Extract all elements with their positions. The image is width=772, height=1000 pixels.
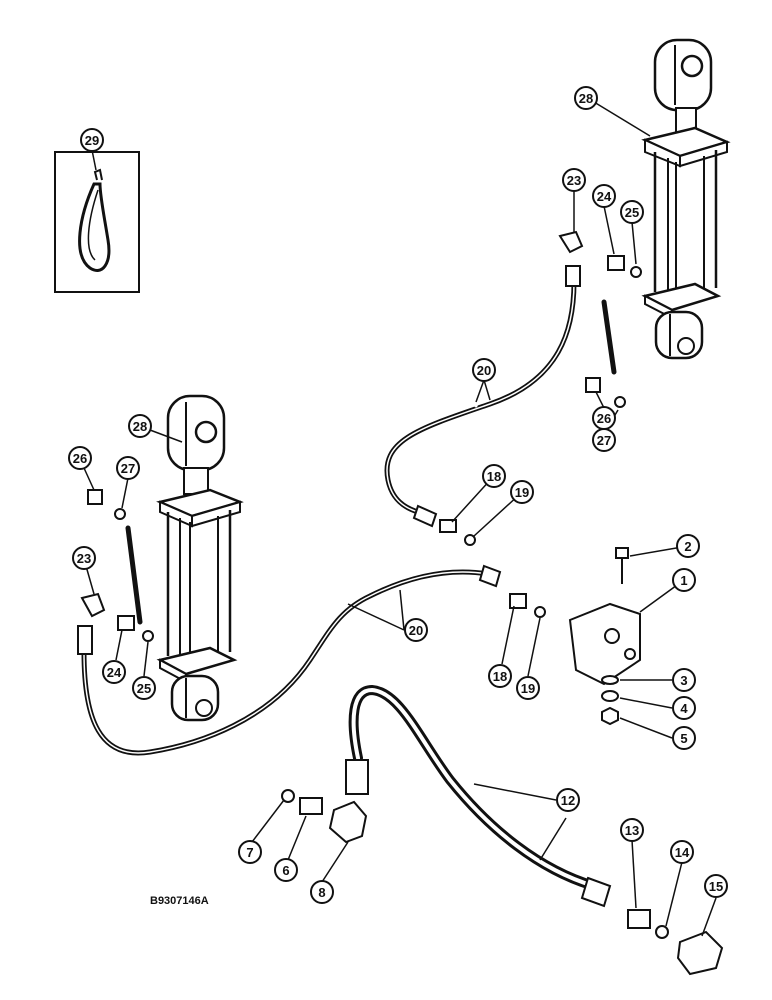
svg-text:24: 24 (597, 189, 612, 204)
hose-end-fittings (77, 265, 612, 908)
callout-1: 1 (672, 568, 696, 592)
svg-text:15: 15 (709, 879, 723, 894)
svg-text:19: 19 (515, 485, 529, 500)
svg-text:1: 1 (680, 573, 687, 588)
callout-2: 2 (676, 534, 700, 558)
callout-4: 4 (672, 696, 696, 720)
svg-text:23: 23 (567, 173, 581, 188)
hydraulic-cylinder-lower (156, 394, 244, 722)
callout-19-upper: 19 (510, 480, 534, 504)
callout-14: 14 (670, 840, 694, 864)
svg-text:4: 4 (680, 701, 688, 716)
svg-text:20: 20 (477, 363, 491, 378)
svg-text:26: 26 (597, 411, 611, 426)
callout-25-lower: 25 (132, 676, 156, 700)
hydraulic-cylinder-upper (641, 38, 731, 360)
callout-5: 5 (672, 726, 696, 750)
leader-lines (83, 101, 717, 937)
svg-text:2: 2 (684, 539, 691, 554)
svg-text:29: 29 (85, 133, 99, 148)
svg-text:24: 24 (107, 665, 122, 680)
callout-19-lower: 19 (516, 676, 540, 700)
svg-text:25: 25 (137, 681, 151, 696)
callout-20-upper: 20 (472, 358, 496, 382)
callout-8: 8 (310, 880, 334, 904)
callout-25-upper: 25 (620, 200, 644, 224)
svg-text:12: 12 (561, 793, 575, 808)
callout-23-upper: 23 (562, 168, 586, 192)
callout-24-upper: 24 (592, 184, 616, 208)
svg-text:27: 27 (121, 461, 135, 476)
fittings-and-seals (80, 230, 724, 976)
callout-27-upper: 27 (592, 428, 616, 452)
callouts: 29 28 23 24 25 20 26 27 28 26 27 18 19 2… (68, 86, 728, 904)
hoses (81, 279, 617, 891)
svg-text:7: 7 (246, 845, 253, 860)
callout-7: 7 (238, 840, 262, 864)
svg-text:20: 20 (409, 623, 423, 638)
svg-text:8: 8 (318, 885, 325, 900)
figure-id: B9307146A (150, 895, 209, 907)
callout-13: 13 (620, 818, 644, 842)
callout-26-upper: 26 (592, 406, 616, 430)
svg-text:14: 14 (675, 845, 690, 860)
callout-28-upper: 28 (574, 86, 598, 110)
callout-23-lower: 23 (72, 546, 96, 570)
callout-18-upper: 18 (482, 464, 506, 488)
callout-6: 6 (274, 858, 298, 882)
svg-text:3: 3 (680, 673, 687, 688)
svg-text:28: 28 (133, 419, 147, 434)
svg-text:5: 5 (680, 731, 687, 746)
callout-29: 29 (80, 128, 104, 152)
callout-20-lower: 20 (404, 618, 428, 642)
svg-text:26: 26 (73, 451, 87, 466)
callout-28-lower: 28 (128, 414, 152, 438)
strap-inset (54, 151, 140, 293)
svg-text:13: 13 (625, 823, 639, 838)
svg-text:18: 18 (487, 469, 501, 484)
svg-text:18: 18 (493, 669, 507, 684)
callout-24-lower: 24 (102, 660, 126, 684)
svg-text:25: 25 (625, 205, 639, 220)
callout-15: 15 (704, 874, 728, 898)
callout-12: 12 (556, 788, 580, 812)
svg-text:28: 28 (579, 91, 593, 106)
callout-26-lower: 26 (68, 446, 92, 470)
svg-text:19: 19 (521, 681, 535, 696)
svg-text:27: 27 (597, 433, 611, 448)
callout-27-lower: 27 (116, 456, 140, 480)
callout-3: 3 (672, 668, 696, 692)
svg-text:23: 23 (77, 551, 91, 566)
callout-18-lower: 18 (488, 664, 512, 688)
svg-text:6: 6 (282, 863, 289, 878)
